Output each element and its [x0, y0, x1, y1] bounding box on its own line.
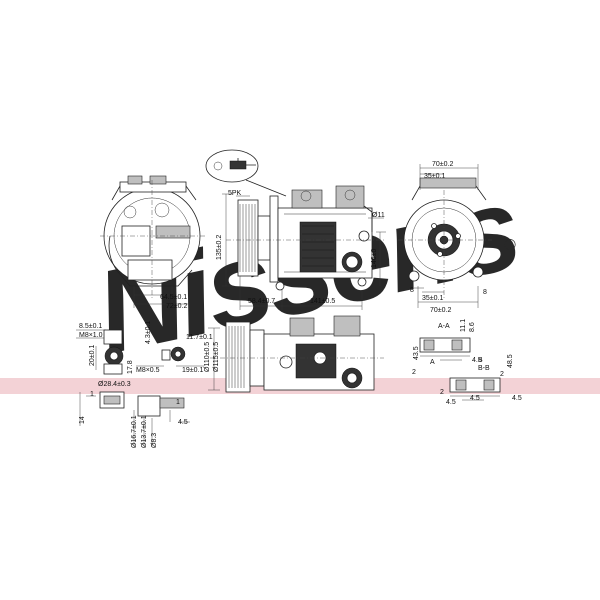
- section-bb-label: B-B: [478, 365, 490, 372]
- dim-19: 19±0.1: [182, 367, 203, 374]
- compressor-side-view: 5PK 135±0.2 146±0 Ø11 58.4±0.7 141±0.5: [216, 185, 386, 310]
- section-aa-label: A-A: [438, 323, 450, 330]
- dim-belt-type: 5PK: [228, 190, 242, 197]
- dim-43-5: 43.5: [413, 346, 420, 360]
- dim-16-7: Ø16.7±0.1: [131, 415, 138, 448]
- dim-48-5: 48.5: [507, 354, 514, 368]
- dim-70-top: 70±0.2: [432, 161, 453, 168]
- dim-4-5-c: 4.5: [470, 395, 480, 402]
- dim-11-7: 11.7±0.1: [186, 334, 213, 341]
- dim-2-c: 2: [500, 371, 504, 378]
- dim-2-b: 2: [440, 389, 444, 396]
- dim-70-bottom: 70±0.2: [430, 307, 451, 314]
- dim-pin-1: 1: [176, 399, 180, 406]
- dim-1: 1: [90, 391, 94, 398]
- section-a-mark: A: [430, 359, 435, 366]
- section-b-mark: B: [478, 357, 483, 364]
- dim-35-bottom: 35±0.1: [422, 295, 443, 302]
- compressor-front-view-left: 64.5±0.1 72±0.2: [100, 175, 206, 310]
- dim-141: 141±0.5: [310, 298, 335, 305]
- dim-bolt-dia: Ø11: [372, 212, 385, 219]
- dim-58: 58.4±0.7: [248, 298, 275, 305]
- dim-146: 146±0: [371, 248, 378, 268]
- connector-callout: [205, 149, 287, 197]
- dim-8-left: 8: [410, 287, 414, 294]
- dim-pulley-inner: Ø110±0.5: [204, 342, 211, 372]
- dim-4-5-b: 4.5: [446, 399, 456, 406]
- dim-pulley-dia: Ø115±0.5: [213, 342, 220, 372]
- compressor-bottom-view: Ø115±0.5 Ø110±0.5: [204, 315, 384, 393]
- dim-64-5: 64.5±0.1: [160, 294, 187, 301]
- dim-17-8: 17.8: [127, 360, 134, 374]
- watermark-registered-mark: ®: [504, 237, 516, 254]
- dim-8-5: 8.5±0.1: [79, 323, 102, 330]
- dim-13-7: Ø13.7±0.1: [141, 415, 148, 448]
- dim-14: 14: [79, 416, 86, 424]
- compressor-pulley-end-view: 70±0.2 35±0.1 35±0.1 70±0.2 8 8 11.1 8.6: [398, 161, 492, 332]
- dim-2-a: 2: [412, 369, 416, 376]
- dim-35-top: 35±0.1: [424, 173, 445, 180]
- dim-11-1: 11.1: [460, 319, 467, 332]
- dim-8-3: Ø8.3: [151, 433, 158, 448]
- dim-m8-b: M8×0.5: [136, 367, 160, 374]
- dim-28-4: Ø28.4±0.3: [98, 381, 131, 388]
- dim-4-5-fit: 4.5: [178, 419, 188, 426]
- dim-135: 135±0.2: [216, 235, 223, 260]
- dim-4-5-d: 4.5: [512, 395, 522, 402]
- section-views: A-A A 4.5 48.5 43.5 2 B-B B 2 4.5 4.5 4.…: [412, 323, 522, 406]
- dim-8-6: 8.6: [469, 322, 476, 332]
- dim-4-3: 4.3±0.1: [145, 321, 152, 344]
- dim-4-5-a: 4.5: [472, 357, 482, 364]
- dim-20: 20±0.1: [89, 345, 96, 366]
- dim-72: 72±0.2: [166, 303, 187, 310]
- dim-8-right: 8: [483, 289, 487, 296]
- dim-m8: M8×1.0: [79, 332, 103, 339]
- fitting-details: 8.5±0.1 M8×1.0 20±0.1 17.8 4.3±0.1 11.7±…: [76, 321, 213, 448]
